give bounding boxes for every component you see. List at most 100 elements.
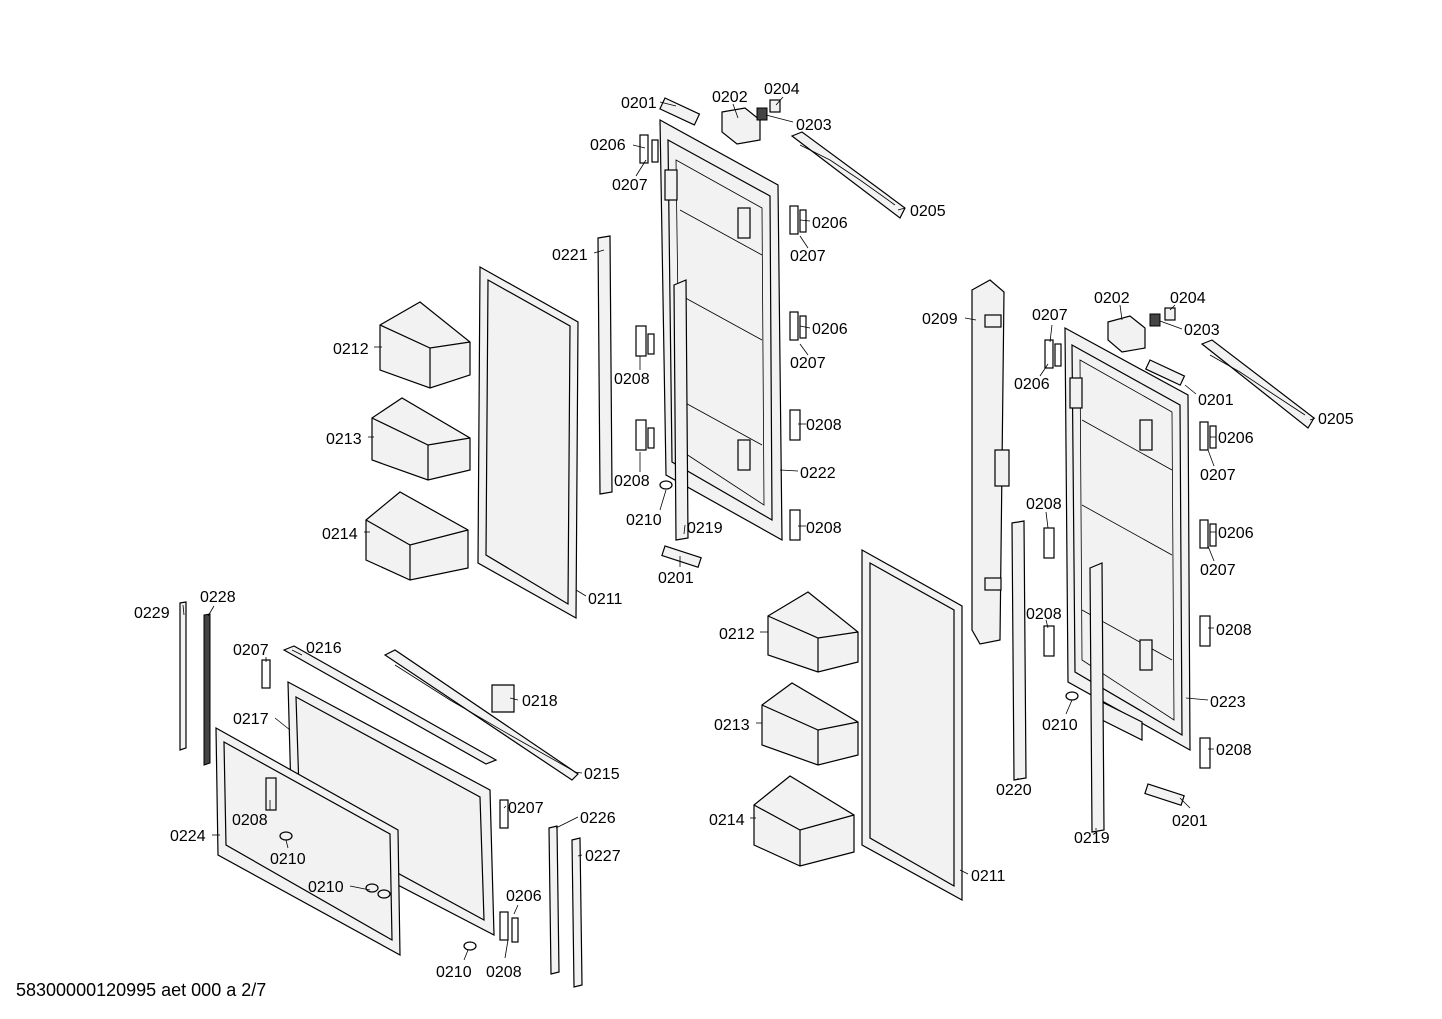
label-0207: 0207: [790, 355, 826, 372]
label-0208: 0208: [1026, 496, 1062, 513]
top-strip-0216[interactable]: [282, 645, 498, 765]
spring-0203[interactable]: [756, 107, 768, 121]
label-0215: 0215: [584, 766, 620, 783]
door-bin-0212[interactable]: [379, 301, 471, 389]
label-0208: 0208: [232, 812, 268, 829]
label-0206: 0206: [1218, 525, 1254, 542]
door-gasket-0211[interactable]: [477, 265, 579, 620]
label-0221: 0221: [552, 247, 588, 264]
label-0202: 0202: [1094, 290, 1130, 307]
hinge-cover-0201[interactable]: [659, 97, 701, 126]
drawing-reference-footer: 58300000120995 aet 000 a 2/7: [16, 980, 267, 1000]
door-handle-0219-right[interactable]: [1089, 562, 1105, 833]
label-0204: 0204: [1170, 290, 1206, 307]
label-0219: 0219: [1074, 830, 1110, 847]
label-0205: 0205: [1318, 411, 1354, 428]
label-0206: 0206: [1014, 376, 1050, 393]
label-0219: 0219: [687, 520, 723, 537]
label-0210: 0210: [436, 964, 472, 981]
label-0205: 0205: [910, 203, 946, 220]
drawer-rail-0215[interactable]: [383, 649, 579, 781]
door-bin-0213-right[interactable]: [761, 682, 859, 766]
label-0224: 0224: [170, 828, 206, 845]
hinge-cover-0201-bottom[interactable]: [661, 545, 702, 569]
label-0207: 0207: [233, 642, 269, 659]
label-0211: 0211: [588, 591, 623, 608]
label-0206: 0206: [1218, 430, 1254, 447]
door-frame-0223[interactable]: [1064, 326, 1191, 752]
label-0203: 0203: [796, 117, 832, 134]
label-0201: 0201: [621, 95, 657, 112]
label-0206: 0206: [812, 215, 848, 232]
label-0207: 0207: [1200, 562, 1236, 579]
label-0208: 0208: [1216, 742, 1252, 759]
label-0208: 0208: [614, 473, 650, 490]
drawer-gasket-0224[interactable]: [215, 726, 401, 957]
door-handle-0219[interactable]: [673, 279, 689, 541]
label-0213: 0213: [714, 717, 750, 734]
label-0207: 0207: [1200, 467, 1236, 484]
label-0222: 0222: [800, 465, 836, 482]
label-0208: 0208: [1026, 606, 1062, 623]
label-0208: 0208: [806, 520, 842, 537]
label-0214: 0214: [709, 812, 745, 829]
label-0207: 0207: [612, 177, 648, 194]
seal-strip-0228[interactable]: [203, 613, 211, 766]
label-0226: 0226: [580, 810, 616, 827]
part-labels: 0201 0202 0204 0203 0206 0207 0205 0206 …: [134, 81, 1354, 981]
label-0207: 0207: [790, 248, 826, 265]
label-0201: 0201: [1172, 813, 1208, 830]
label-0223: 0223: [1210, 694, 1246, 711]
label-0206: 0206: [506, 888, 542, 905]
hinge-rail-0205[interactable]: [790, 131, 906, 219]
label-0201: 0201: [1198, 392, 1234, 409]
label-0204: 0204: [764, 81, 800, 98]
label-0208: 0208: [806, 417, 842, 434]
left-door-assembly: [365, 97, 906, 620]
door-bin-0214-right[interactable]: [753, 775, 855, 867]
hinge-cover-0201-right-bottom[interactable]: [1144, 783, 1185, 807]
label-0210: 0210: [308, 879, 344, 896]
door-bin-0213[interactable]: [371, 397, 471, 481]
label-0208: 0208: [1216, 622, 1252, 639]
hinge-block: [664, 169, 678, 201]
label-0210: 0210: [626, 512, 662, 529]
label-0216: 0216: [306, 640, 342, 657]
strip-0221[interactable]: [597, 235, 613, 495]
label-0203: 0203: [1184, 322, 1220, 339]
label-0229: 0229: [134, 605, 170, 622]
label-0211: 0211: [971, 868, 1006, 885]
cover-cap-0202[interactable]: [721, 107, 761, 145]
label-0214: 0214: [322, 526, 358, 543]
door-bin-0212-right[interactable]: [767, 591, 859, 673]
label-0210: 0210: [1042, 717, 1078, 734]
strip-0226[interactable]: [548, 825, 560, 975]
label-0217: 0217: [233, 711, 269, 728]
door-bin-0214[interactable]: [365, 491, 469, 581]
label-0213: 0213: [326, 431, 362, 448]
label-0220: 0220: [996, 782, 1032, 799]
label-0207: 0207: [1032, 307, 1068, 324]
clip-0204[interactable]: [769, 99, 781, 113]
label-0208: 0208: [614, 371, 650, 388]
side-panel-0209[interactable]: [971, 279, 1005, 645]
seal-strip-0229[interactable]: [179, 601, 187, 751]
strip-0220[interactable]: [1011, 520, 1027, 781]
cover-cap-0202-right[interactable]: [1107, 315, 1146, 353]
mount-plate-0218[interactable]: [491, 684, 515, 713]
label-0208: 0208: [486, 964, 522, 981]
label-0201: 0201: [658, 570, 694, 587]
label-0209: 0209: [922, 311, 958, 328]
bracket-0206-0207-right[interactable]: [1043, 339, 1217, 769]
label-0210: 0210: [270, 851, 306, 868]
drawer-assembly: [179, 601, 583, 988]
door-frame-0222[interactable]: [659, 118, 783, 542]
right-door-assembly: [753, 279, 1315, 902]
hinge-cover-0201-right[interactable]: [1144, 359, 1186, 386]
label-0228: 0228: [200, 589, 236, 606]
label-0206: 0206: [590, 137, 626, 154]
strip-0227[interactable]: [571, 837, 583, 988]
door-gasket-0211-right[interactable]: [861, 548, 963, 902]
leader-lines: [182, 96, 1316, 961]
